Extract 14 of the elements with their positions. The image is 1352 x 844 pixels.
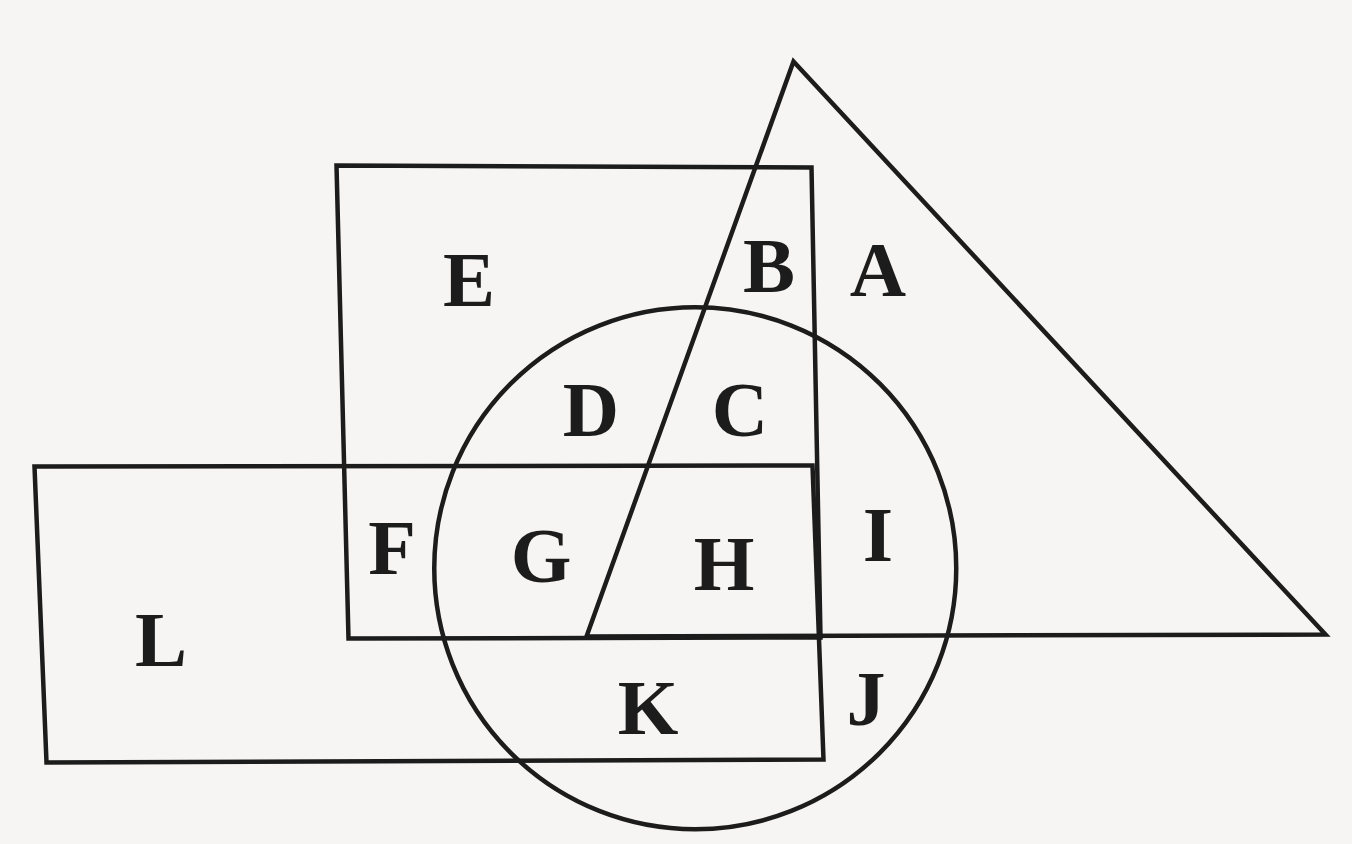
- region-label: F: [368, 518, 416, 578]
- region-label: K: [617, 678, 679, 738]
- rectangle-shape: [331, 160, 825, 643]
- rectangle-shape: [29, 460, 828, 767]
- region-label: C: [711, 380, 769, 440]
- region-label: D: [562, 380, 620, 440]
- region-label: G: [510, 526, 572, 586]
- region-label: A: [849, 240, 907, 300]
- region-label: J: [846, 669, 886, 729]
- region-label: H: [693, 534, 755, 594]
- region-label: I: [862, 505, 894, 565]
- region-label: L: [135, 610, 187, 670]
- region-label: B: [743, 236, 795, 296]
- region-label: E: [443, 250, 495, 310]
